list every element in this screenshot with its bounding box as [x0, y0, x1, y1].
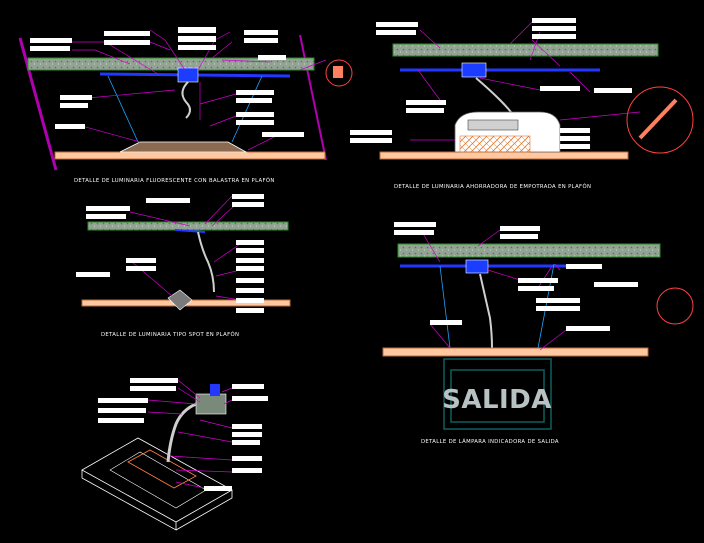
label-blocks — [350, 18, 632, 149]
caption-recessed: DETALLE DE LUMINARIA AHORRADORA DE EMPOT… — [394, 183, 591, 190]
ceiling-panel — [54, 151, 326, 160]
zoom-circle — [325, 59, 353, 87]
concrete-slab — [392, 43, 659, 57]
detail-fluorescent: DETALLE DE LUMINARIA FLUORESCENTE CON BA… — [18, 27, 353, 184]
leader-lines — [421, 229, 567, 351]
boundary-line-right — [299, 34, 327, 161]
ballast-hatch — [459, 135, 531, 153]
suspension-wire-left — [107, 75, 139, 143]
mounting-bracket — [195, 393, 227, 415]
flex-cable — [479, 273, 493, 349]
junction-box — [461, 62, 487, 78]
junction-box — [465, 259, 489, 274]
boundary-line-left — [18, 37, 58, 171]
exit-sign-box — [443, 358, 552, 430]
leader-lines — [147, 379, 233, 489]
zoom-circle — [626, 86, 694, 154]
leader-lines — [410, 21, 641, 141]
label-blocks — [30, 27, 304, 137]
caption-exit-sign: DETALLE DE LÁMPARA INDICADORA DE SALIDA — [421, 438, 559, 445]
fixture-frame — [127, 449, 197, 489]
flex-cable — [197, 231, 215, 293]
flex-cable — [181, 81, 191, 119]
detail-exit-sign: SALIDA DETALLE DE LÁMPARA INDICADORA D — [382, 222, 694, 445]
leader-lines — [129, 195, 241, 301]
detail-spot: DETALLE DE LUMINARIA TIPO SPOT EN PLAFÓN — [76, 194, 291, 338]
fluorescent-fixture — [119, 141, 248, 153]
label-blocks — [76, 194, 264, 313]
flex-cable — [166, 402, 197, 463]
junction-box — [210, 384, 220, 396]
zoom-detail — [638, 98, 678, 140]
caption-fluorescent: DETALLE DE LUMINARIA FLUORESCENTE CON BA… — [74, 177, 275, 184]
fixture-body — [81, 437, 233, 523]
ceiling-panel — [382, 347, 649, 357]
zoom-circle — [656, 287, 694, 325]
caption-spot: DETALLE DE LUMINARIA TIPO SPOT EN PLAFÓN — [101, 331, 239, 338]
zoom-detail — [333, 66, 343, 78]
detail-recessed: DETALLE DE LUMINARIA AHORRADORA DE EMPOT… — [350, 18, 694, 190]
concrete-slab — [87, 221, 289, 231]
concrete-slab — [397, 243, 661, 258]
junction-box — [177, 67, 199, 83]
exit-sign-text: SALIDA — [442, 385, 552, 415]
label-blocks — [394, 222, 638, 331]
conduit — [174, 229, 206, 233]
label-blocks — [98, 378, 268, 491]
fixture-side — [81, 470, 233, 531]
suspension-wire-left — [439, 265, 451, 349]
exit-sign-inner — [450, 369, 545, 423]
ballast — [467, 119, 519, 131]
ceiling-panel — [379, 151, 629, 160]
leader-lines — [72, 29, 327, 151]
suspension-wire-right — [231, 75, 263, 143]
spot-fixture — [167, 289, 193, 311]
detail-isometric — [81, 378, 268, 531]
